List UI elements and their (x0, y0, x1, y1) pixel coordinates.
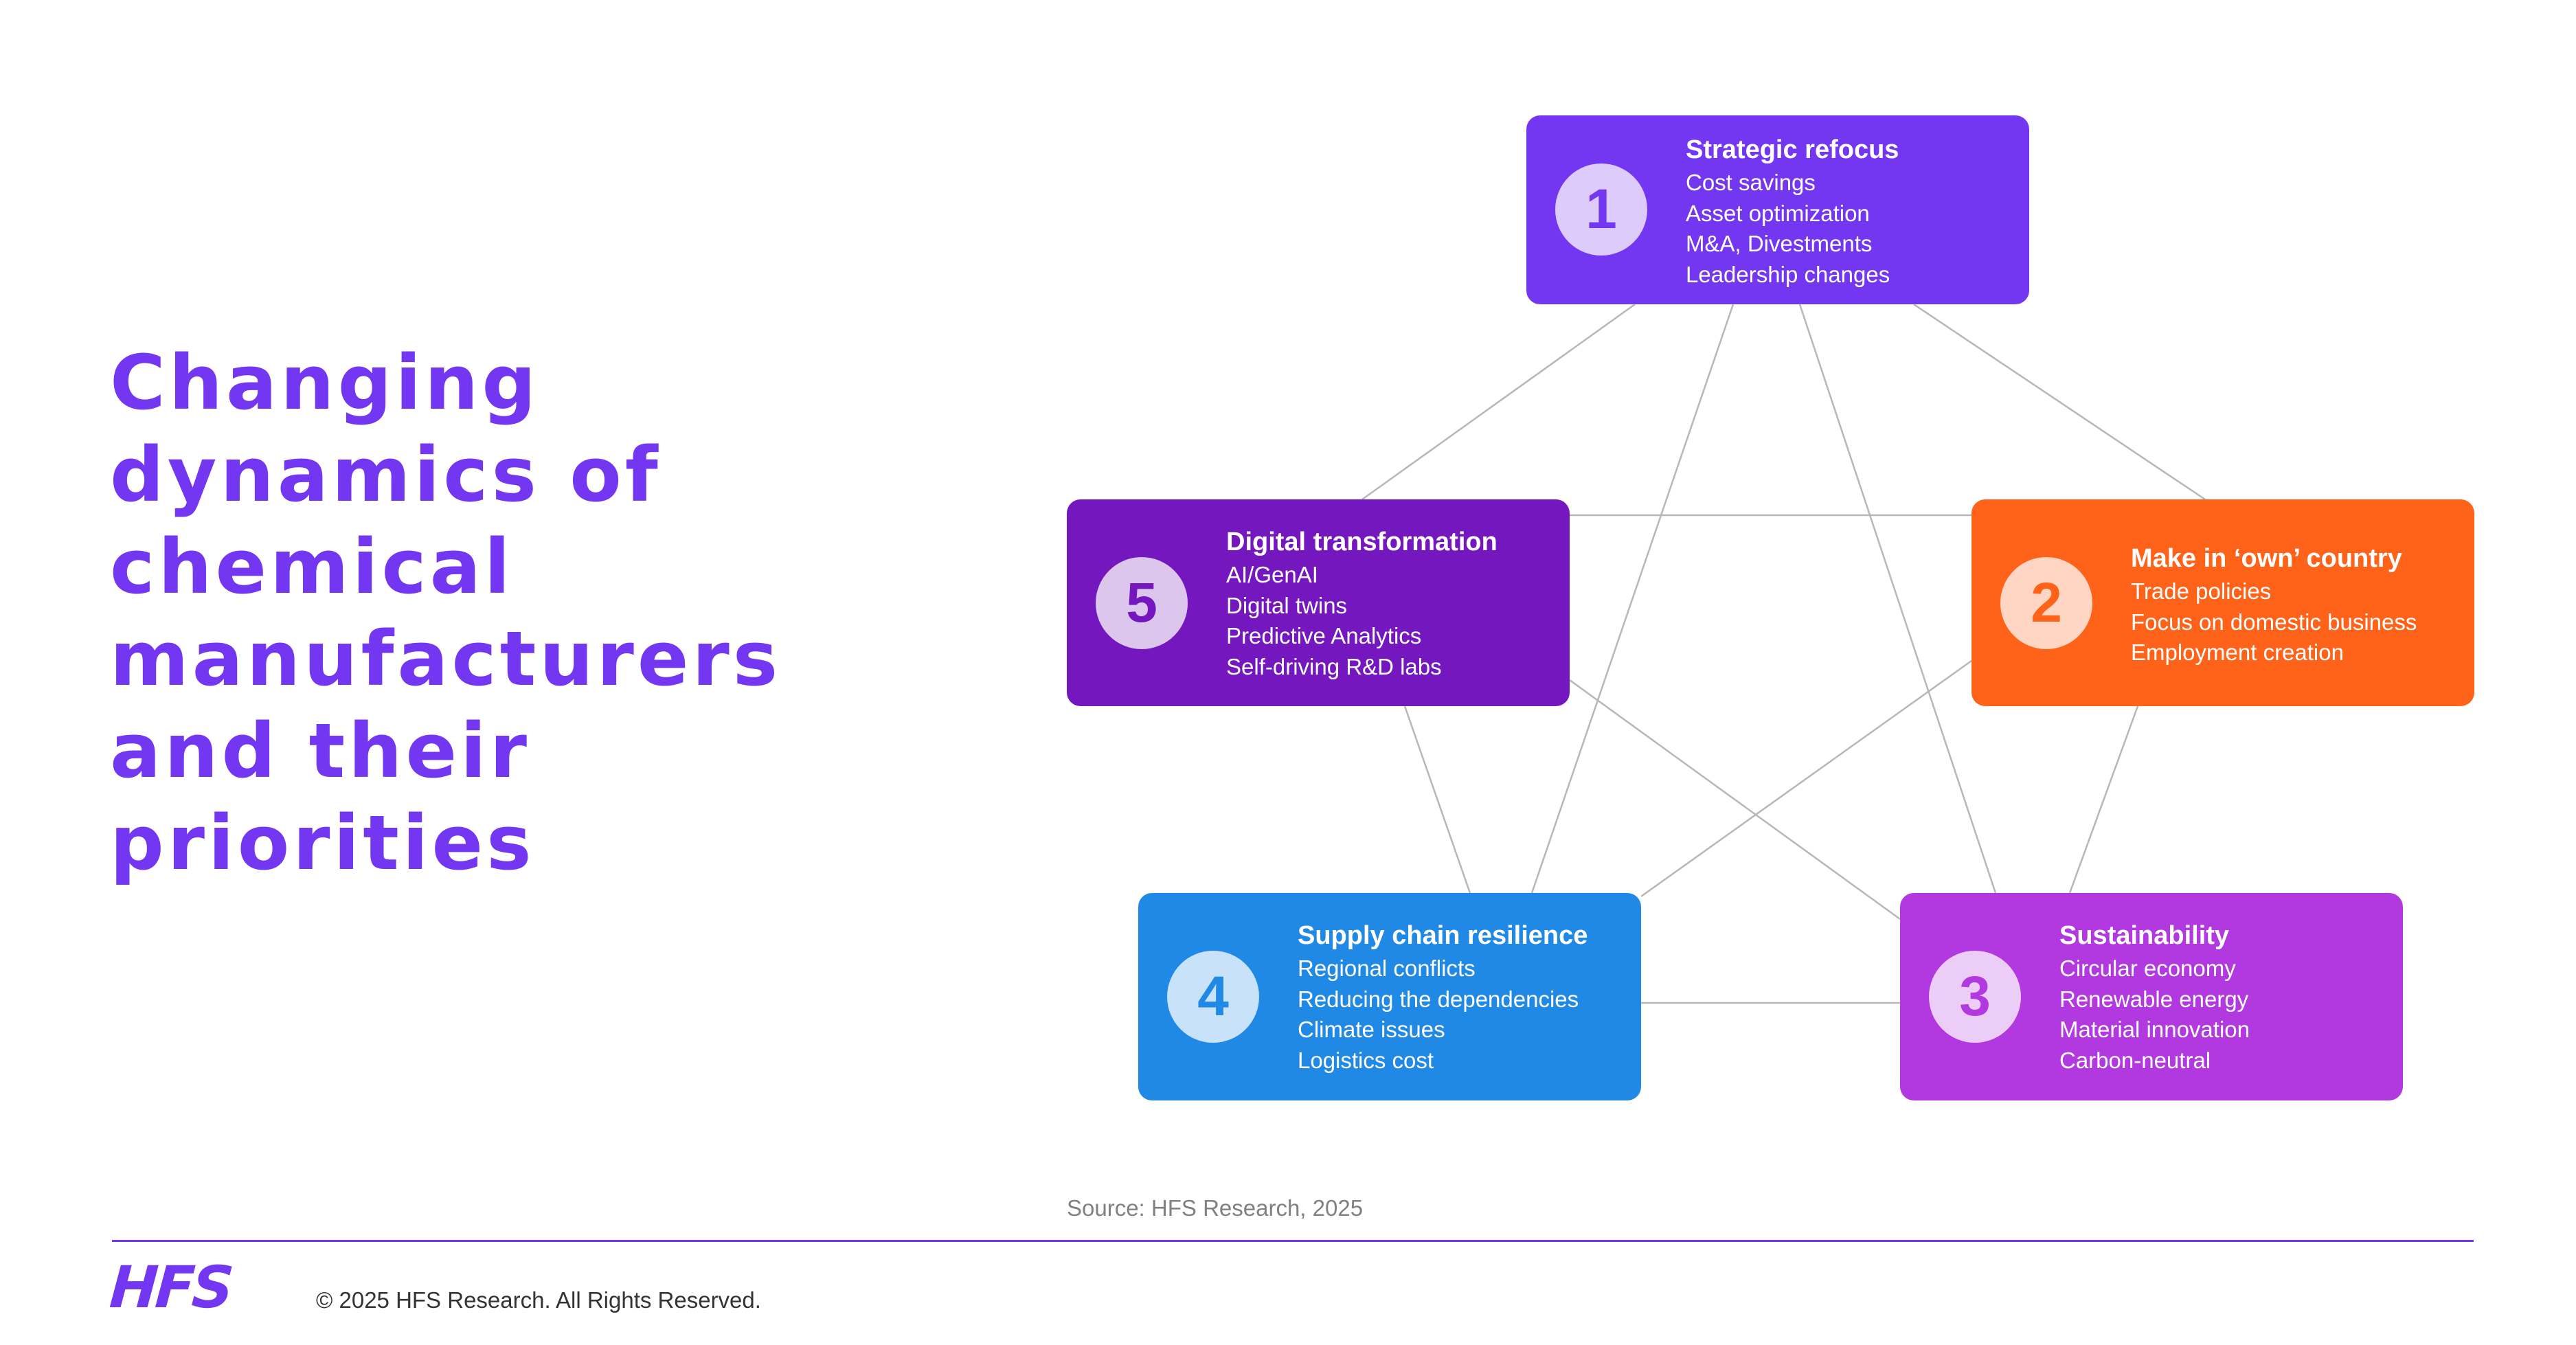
card-item: Carbon-neutral (2059, 1047, 2211, 1073)
card-item: Reducing the dependencies (1298, 986, 1579, 1012)
connector-2-4 (1640, 659, 1972, 898)
connector-1-5 (1362, 303, 1636, 501)
card-item: AI/GenAI (1226, 562, 1318, 587)
priority-card-supply-chain-resilience: 4 Supply chain resilience Regional confl… (1138, 893, 1641, 1100)
connector-2-3 (2068, 705, 2139, 894)
card-item: Cost savings (1686, 170, 1816, 195)
title-line: chemical (110, 523, 514, 611)
card-item: Material innovation (2059, 1017, 2250, 1042)
card-heading: Digital transformation (1226, 528, 1498, 556)
card-heading: Strategic refocus (1686, 135, 1899, 164)
priority-card-strategic-refocus: 1 Strategic refocus Cost savings Asset o… (1526, 115, 2029, 304)
card-item: Digital twins (1226, 592, 1348, 618)
connector-1-2 (1913, 303, 2206, 501)
card-item: M&A, Divestments (1686, 231, 1873, 256)
connector-5-4 (1403, 705, 1471, 894)
card-heading: Sustainability (2059, 921, 2230, 950)
priority-card-make-in-own-country: 2 Make in ‘own’ country Trade policies F… (1971, 499, 2474, 706)
card-item: Self-driving R&D labs (1226, 653, 1442, 679)
connector-5-3 (1569, 679, 1901, 920)
number-badge: 3 (1929, 951, 2021, 1043)
card-item: Logistics cost (1298, 1047, 1434, 1073)
card-heading: Make in ‘own’ country (2131, 544, 2402, 573)
card-item: Trade policies (2131, 578, 2272, 604)
footer-divider (112, 1240, 2474, 1242)
number-badge: 2 (2000, 557, 2092, 649)
connector-1-4 (1530, 304, 1735, 894)
card-item: Renewable energy (2059, 986, 2249, 1012)
priority-card-sustainability: 3 Sustainability Circular economy Renewa… (1900, 893, 2403, 1100)
priority-card-digital-transformation: 5 Digital transformation AI/GenAI Digita… (1067, 499, 1570, 706)
title-line: Changing (110, 339, 540, 427)
card-item: Focus on domestic business (2131, 609, 2417, 635)
title-line: and their (110, 707, 531, 795)
card-item: Leadership changes (1686, 261, 1890, 287)
title-line: manufacturers (110, 615, 782, 703)
card-item: Employment creation (2131, 640, 2344, 665)
number-badge: 1 (1555, 163, 1647, 256)
source-note: Source: HFS Research, 2025 (1067, 1195, 1364, 1221)
connector-1-3 (1798, 304, 1997, 894)
card-item: Predictive Analytics (1226, 623, 1422, 648)
card-item: Circular economy (2059, 956, 2236, 981)
title-line: dynamics of (110, 431, 662, 519)
card-item: Asset optimization (1686, 200, 1870, 226)
card-item: Regional conflicts (1298, 956, 1476, 981)
card-heading: Supply chain resilience (1298, 921, 1588, 950)
number-badge: 4 (1167, 951, 1259, 1043)
number-badge: 5 (1096, 557, 1188, 649)
page-title: Changing dynamics of chemical manufactur… (110, 337, 1003, 889)
title-line: priorities (110, 799, 535, 887)
copyright-text: © 2025 HFS Research. All Rights Reserved… (316, 1287, 761, 1313)
hfs-logo: HFS (107, 1254, 234, 1321)
card-item: Climate issues (1298, 1017, 1445, 1042)
